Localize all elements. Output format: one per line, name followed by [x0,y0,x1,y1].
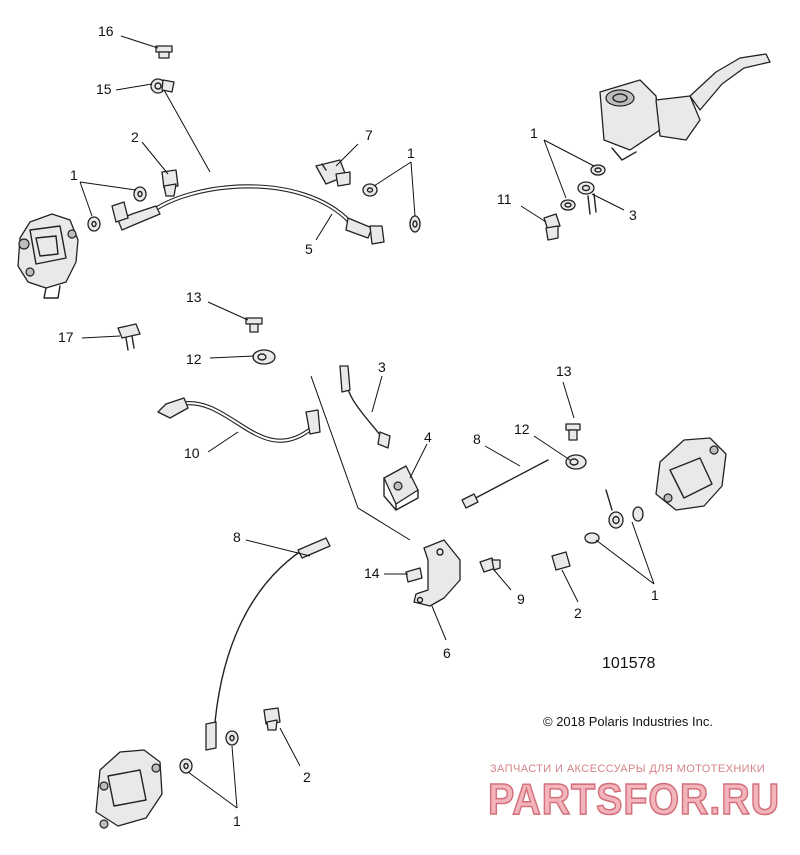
bolt-13-right [565,423,581,441]
callout-10: 10 [184,445,200,461]
front-left-caliper [17,213,79,299]
brake-line-8-right [461,459,549,509]
washer-set-right [584,489,644,544]
washer-set-lower [179,730,239,774]
callout-9: 9 [517,591,525,607]
callout-14: 14 [364,565,380,581]
callout-2-right: 2 [574,605,582,621]
callout-12-left: 12 [186,351,202,367]
callout-7: 7 [365,127,373,143]
hose-clamp-12-right [565,454,587,470]
watermark: ЗАПЧАСТИ И АКСЕССУАРЫ ДЛЯ МОТОТЕХНИКИ PA… [487,763,780,825]
callout-6: 6 [443,645,451,661]
bolt-14 [405,567,423,583]
callout-4: 4 [424,429,432,445]
callout-1-right: 1 [651,587,659,603]
clip-17 [117,323,141,351]
callout-1-upper-right: 1 [530,125,538,141]
figure-number: 101578 [602,655,655,672]
copyright-notice: © 2018 Polaris Industries Inc. [543,714,713,729]
callout-15: 15 [96,81,112,97]
callout-3-middle: 3 [378,359,386,375]
washer-set-upper-left [87,186,147,232]
upper-brake-hose [111,184,385,245]
callout-17: 17 [58,329,74,345]
callout-2-upper: 2 [131,129,139,145]
watermark-tagline: ЗАПЧАСТИ И АКСЕССУАРЫ ДЛЯ МОТОТЕХНИКИ [490,763,765,775]
callout-11: 11 [497,191,512,207]
callout-2-lower: 2 [303,769,311,785]
leader-lines [79,35,655,809]
callout-numbers: 16 15 2 1 7 1 5 1 11 3 13 17 12 3 4 10 1… [58,23,659,829]
hose-clamp-12-left [252,349,276,365]
callout-16: 16 [98,23,114,39]
callout-5: 5 [305,241,313,257]
callout-12-right: 12 [514,421,530,437]
banjo-bolt-lower [263,707,281,731]
bracket-6 [413,539,461,607]
bolt-13-left [245,317,263,333]
banjo-bolt-upper [161,169,179,197]
banjo-fitting-3-upper [577,181,597,215]
washer-set-upper-right [560,164,606,211]
bolt-16 [155,45,173,59]
callout-1-upper-left: 1 [70,167,78,183]
callout-13-right: 13 [556,363,572,379]
brake-hose-10 [157,397,321,443]
bolt-9 [479,557,501,573]
callout-13-left: 13 [186,289,202,305]
brake-switch-7 [315,159,351,187]
callout-3-upper: 3 [629,207,637,223]
callout-8-right: 8 [473,431,481,447]
banjo-bolt-11 [543,213,561,241]
callout-8-lower: 8 [233,529,241,545]
washer-set-upper-middle [362,183,421,233]
callout-1-lower: 1 [233,813,241,829]
junction-block-4 [383,465,419,511]
brake-line-3-middle [339,365,391,449]
rear-caliper [95,749,163,829]
callout-1-upper-middle: 1 [407,145,415,161]
master-cylinder [599,53,771,161]
banjo-bolt-right [551,551,571,571]
brake-line-8-lower [205,537,331,751]
hose-clamp-15 [150,78,175,94]
watermark-logo: PARTSFOR.RU [488,775,780,824]
front-right-caliper [655,437,727,511]
